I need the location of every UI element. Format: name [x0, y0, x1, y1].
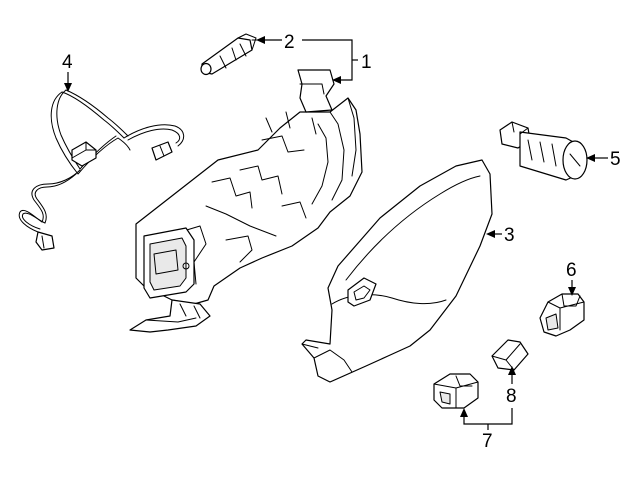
callout-1: 1: [361, 52, 372, 73]
callout-3: 3: [504, 225, 515, 246]
latch-rod[interactable]: [200, 33, 263, 76]
connector-upper: [71, 141, 97, 167]
connector-lower: [35, 231, 55, 251]
callout-leaders: [64, 36, 608, 430]
lock-cylinder[interactable]: [499, 121, 588, 181]
latch-striker[interactable]: [539, 293, 585, 337]
callout-5: 5: [610, 149, 621, 170]
callout-7: 7: [482, 431, 493, 452]
callout-4: 4: [62, 52, 73, 73]
door-bumper[interactable]: [491, 339, 529, 371]
wiring-harness[interactable]: [18, 89, 185, 251]
callout-8: 8: [506, 386, 517, 407]
glove-box-housing[interactable]: [129, 69, 363, 333]
glove-box-door[interactable]: [301, 159, 493, 383]
callout-6: 6: [566, 260, 577, 281]
callout-2: 2: [284, 32, 295, 53]
switch-block[interactable]: [433, 373, 479, 409]
